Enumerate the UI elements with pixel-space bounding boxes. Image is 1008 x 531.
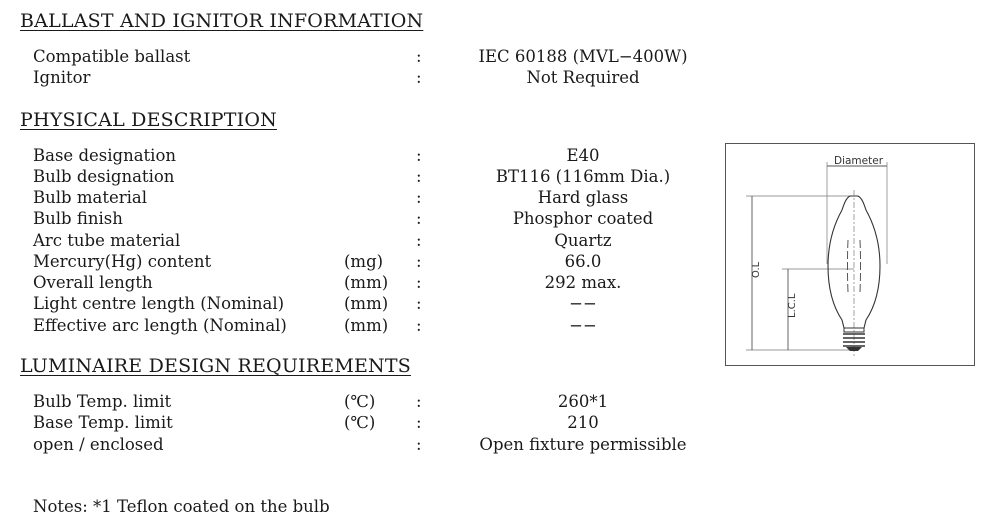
spec-label: Bulb designation xyxy=(33,167,175,186)
separator: : xyxy=(416,209,422,228)
spec-row-mercury-content: Mercury(Hg) content (mg) : 66.0 xyxy=(0,251,720,272)
spec-value: 260*1 xyxy=(557,392,609,411)
spec-label: Base designation xyxy=(33,146,177,165)
separator: : xyxy=(416,273,422,292)
separator: : xyxy=(416,392,422,411)
spec-value: Quartz xyxy=(554,231,612,250)
spec-label: Compatible ballast xyxy=(33,47,191,66)
spec-row-bulb-finish: Bulb finish : Phosphor coated xyxy=(0,208,720,229)
spec-unit: (℃) xyxy=(344,413,376,432)
base-thread xyxy=(843,333,865,347)
separator: : xyxy=(416,146,422,165)
separator: : xyxy=(416,188,422,207)
separator: : xyxy=(416,252,422,271)
spec-value: 210 xyxy=(567,413,599,432)
lamp-dimension-diagram: Diameter O.L L.C.L xyxy=(725,143,975,366)
spec-value: −− xyxy=(569,294,597,313)
lamp-diagram-svg: Diameter O.L L.C.L xyxy=(746,155,888,358)
spec-label: Base Temp. limit xyxy=(33,413,173,432)
diameter-label: Diameter xyxy=(834,155,884,167)
spec-value: E40 xyxy=(566,146,600,165)
spec-row-arc-tube-material: Arc tube material : Quartz xyxy=(0,230,720,251)
spec-value: 292 max. xyxy=(544,273,622,292)
spec-label: Arc tube material xyxy=(33,231,181,250)
notes-text: Notes: *1 Teflon coated on the bulb xyxy=(33,497,330,516)
separator: : xyxy=(416,294,422,313)
spec-label: Bulb finish xyxy=(33,209,123,228)
spec-value: BT116 (116mm Dia.) xyxy=(495,167,671,186)
spec-value: Not Required xyxy=(526,68,640,87)
spec-label: open / enclosed xyxy=(33,435,164,454)
spec-value: IEC 60188 (MVL−400W) xyxy=(478,47,688,66)
spec-label: Bulb material xyxy=(33,188,147,207)
base-contact xyxy=(846,347,862,351)
section-title-physical: PHYSICAL DESCRIPTION xyxy=(20,109,277,131)
section-title-luminaire: LUMINAIRE DESIGN REQUIREMENTS xyxy=(20,355,411,377)
spec-unit: (mm) xyxy=(344,294,389,313)
spec-row-bulb-material: Bulb material : Hard glass xyxy=(0,187,720,208)
spec-unit: (mm) xyxy=(344,273,389,292)
spec-unit: (mg) xyxy=(344,252,384,271)
spec-label: Overall length xyxy=(33,273,153,292)
spec-unit: (mm) xyxy=(344,316,389,335)
spec-label: Light centre length (Nominal) xyxy=(33,294,285,313)
spec-label: Bulb Temp. limit xyxy=(33,392,172,411)
separator: : xyxy=(416,413,422,432)
spec-label: Effective arc length (Nominal) xyxy=(33,316,287,335)
lcl-label: L.C.L xyxy=(787,293,798,318)
spec-value: Phosphor coated xyxy=(512,209,654,228)
separator: : xyxy=(416,316,422,335)
spec-label: Mercury(Hg) content xyxy=(33,252,212,271)
separator: : xyxy=(416,167,422,186)
spec-row-bulb-designation: Bulb designation : BT116 (116mm Dia.) xyxy=(0,166,720,187)
spec-value: Open fixture permissible xyxy=(479,435,687,454)
spec-unit: (℃) xyxy=(344,392,376,411)
base-collar xyxy=(843,327,865,333)
spec-row-ignitor: Ignitor : Not Required xyxy=(0,67,720,88)
separator: : xyxy=(416,435,422,454)
spec-row-base-temp-limit: Base Temp. limit (℃) : 210 xyxy=(0,412,720,433)
spec-row-effective-arc-length: Effective arc length (Nominal) (mm) : −− xyxy=(0,315,720,336)
spec-row-bulb-temp-limit: Bulb Temp. limit (℃) : 260*1 xyxy=(0,391,720,412)
ol-label: O.L xyxy=(751,261,762,278)
arc-tube xyxy=(847,239,861,293)
spec-row-compatible-ballast: Compatible ballast : IEC 60188 (MVL−400W… xyxy=(0,46,720,67)
separator: : xyxy=(416,47,422,66)
spec-row-open-enclosed: open / enclosed : Open fixture permissib… xyxy=(0,434,720,455)
spec-value: 66.0 xyxy=(564,252,602,271)
spec-row-overall-length: Overall length (mm) : 292 max. xyxy=(0,272,720,293)
spec-label: Ignitor xyxy=(33,68,91,87)
spec-row-light-centre-length: Light centre length (Nominal) (mm) : −− xyxy=(0,293,720,314)
spec-row-base-designation: Base designation : E40 xyxy=(0,145,720,166)
section-title-ballast: BALLAST AND IGNITOR INFORMATION xyxy=(20,10,424,32)
separator: : xyxy=(416,68,422,87)
spec-value: −− xyxy=(569,316,597,335)
spec-value: Hard glass xyxy=(537,188,629,207)
separator: : xyxy=(416,231,422,250)
